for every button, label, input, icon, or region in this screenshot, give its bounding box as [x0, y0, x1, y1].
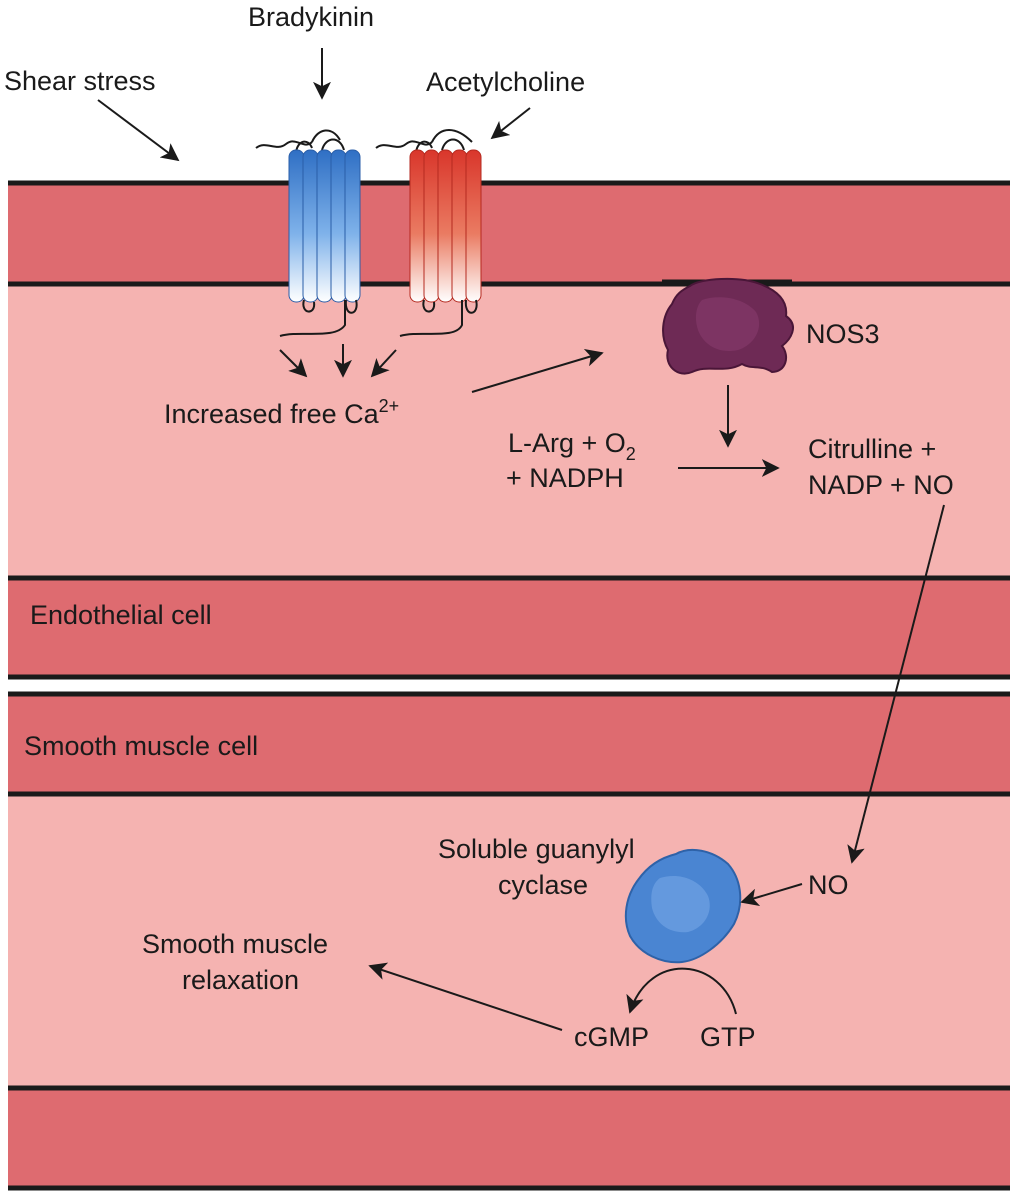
o2-subscript: 2: [626, 444, 636, 464]
larg-o2-label: L-Arg + O2: [508, 428, 636, 464]
no-to-cyclase-arrow: [740, 883, 803, 906]
smooth-muscle-cell-label: Smooth muscle cell: [24, 731, 258, 761]
increased-ca-text: Increased free Ca: [164, 399, 380, 429]
acetylcholine-label: Acetylcholine: [426, 67, 585, 97]
guanylyl-cyclase-enzyme-icon: [624, 848, 742, 964]
soluble-gc-label-line2: cyclase: [498, 870, 588, 900]
soluble-gc-label-line1: Soluble guanylyl: [438, 834, 635, 864]
bradykinin-label: Bradykinin: [248, 2, 374, 32]
endothelial-bottom-membrane: [8, 578, 1010, 677]
acetylcholine-receptor-icon: [375, 129, 482, 337]
citrulline-label: Citrulline +: [808, 434, 936, 464]
nadp-no-label: NADP + NO: [808, 470, 954, 500]
relaxation-label-line2: relaxation: [182, 965, 299, 995]
gtp-to-cgmp-arrow: [626, 967, 737, 1015]
endothelial-cell-label: Endothelial cell: [30, 600, 212, 630]
nadph-label: + NADPH: [506, 463, 624, 493]
gtp-label: GTP: [700, 1022, 756, 1052]
bradykinin-receptor-icon: [255, 129, 361, 337]
nos3-enzyme-icon: [662, 277, 794, 375]
smooth-muscle-bottom-membrane: [8, 1088, 1010, 1188]
shear-stress-arrow: [97, 99, 180, 162]
shear-stress-label: Shear stress: [4, 66, 156, 96]
relaxation-label-line1: Smooth muscle: [142, 929, 328, 959]
no-label: NO: [808, 870, 849, 900]
nos3-label: NOS3: [806, 319, 880, 349]
larg-o2-text: L-Arg + O: [508, 428, 626, 458]
endothelial-top-membrane: [8, 183, 1010, 284]
endothelial-cytoplasm: [8, 284, 1010, 578]
increased-ca-label: Increased free Ca2+: [164, 396, 399, 429]
acetylcholine-arrow: [490, 107, 531, 140]
no-diffusion-arrow: [847, 504, 945, 864]
smooth-muscle-top-membrane: [8, 694, 1010, 794]
cgmp-label: cGMP: [574, 1022, 649, 1052]
cgmp-to-relaxation-arrow: [368, 962, 563, 1031]
ca-superscript: 2+: [379, 396, 400, 416]
ca-arrow-right: [370, 349, 397, 378]
ca-arrow-left: [279, 349, 308, 378]
ca-to-nos3-arrow: [471, 349, 604, 393]
smooth-muscle-cytoplasm: [8, 794, 1010, 1088]
